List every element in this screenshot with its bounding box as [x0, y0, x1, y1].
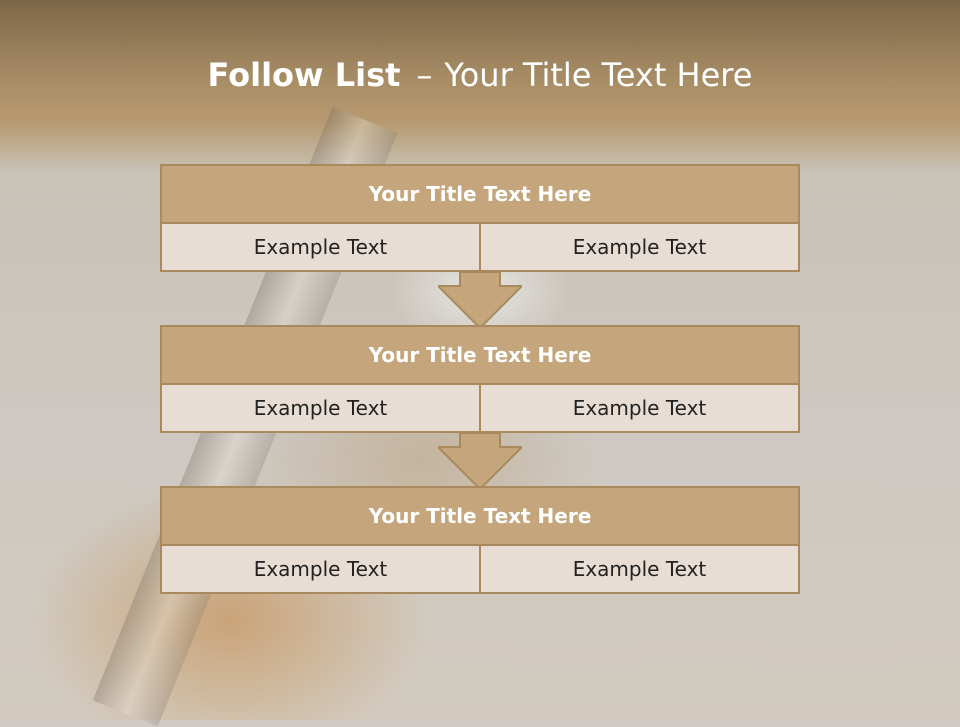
- step-header: Your Title Text Here: [162, 166, 798, 224]
- title-bold-part: Follow List: [207, 56, 401, 94]
- step-header: Your Title Text Here: [162, 327, 798, 385]
- step-row: Example Text Example Text: [162, 385, 798, 431]
- step-cell-right: Example Text: [479, 546, 798, 592]
- title-separator: –: [416, 56, 433, 94]
- step-row: Example Text Example Text: [162, 546, 798, 592]
- step-cell-left: Example Text: [162, 385, 479, 431]
- down-arrow-icon: [438, 433, 522, 489]
- step-row: Example Text Example Text: [162, 224, 798, 270]
- step-box-3: Your Title Text Here Example Text Exampl…: [160, 486, 800, 594]
- step-header: Your Title Text Here: [162, 488, 798, 546]
- slide-title: Follow List–Your Title Text Here: [0, 56, 960, 94]
- down-arrow-icon: [438, 272, 522, 328]
- step-cell-left: Example Text: [162, 224, 479, 270]
- title-rest: Your Title Text Here: [444, 56, 753, 94]
- step-box-2: Your Title Text Here Example Text Exampl…: [160, 325, 800, 433]
- step-box-1: Your Title Text Here Example Text Exampl…: [160, 164, 800, 272]
- step-cell-right: Example Text: [479, 385, 798, 431]
- step-cell-left: Example Text: [162, 546, 479, 592]
- step-cell-right: Example Text: [479, 224, 798, 270]
